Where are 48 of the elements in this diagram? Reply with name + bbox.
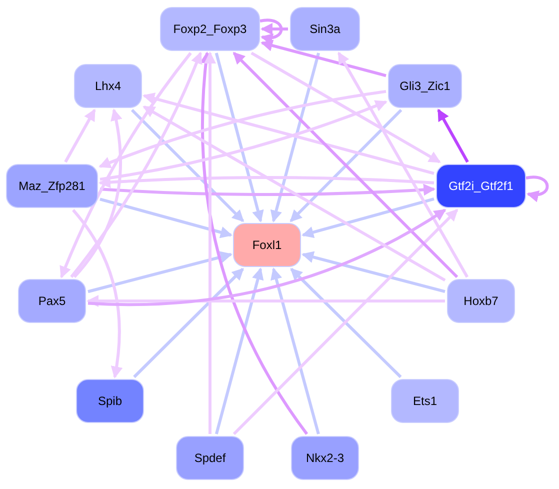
gene-node: Spdef xyxy=(176,436,244,480)
arrow xyxy=(60,52,192,278)
gene-node: Gli3_Zic1 xyxy=(388,64,462,108)
arrow xyxy=(214,52,264,222)
gene-node: Spib xyxy=(76,379,144,423)
arrow xyxy=(204,52,216,434)
gene-node: Ets1 xyxy=(391,379,459,423)
gene-node: Foxp2_Foxp3 xyxy=(160,7,260,51)
arrow xyxy=(260,23,288,35)
arrow xyxy=(88,251,232,294)
arrow xyxy=(142,92,434,175)
arrow xyxy=(270,268,320,434)
arrow xyxy=(290,108,402,222)
arrow xyxy=(260,40,386,78)
arrow xyxy=(290,268,402,378)
arrow xyxy=(100,198,232,238)
arrow xyxy=(302,251,446,294)
arrow xyxy=(232,52,458,278)
arrow xyxy=(526,176,549,202)
arrow xyxy=(142,105,446,282)
gene-node: Foxl1 xyxy=(233,223,301,267)
gene-node: Nkx2-3 xyxy=(291,436,359,480)
arrow xyxy=(100,100,388,181)
arrow xyxy=(133,268,244,378)
arrow xyxy=(200,52,308,435)
arrow xyxy=(214,268,264,434)
gene-node: Gtf2i_Gtf2f1 xyxy=(436,164,526,208)
arrow xyxy=(232,208,458,436)
arrow xyxy=(88,208,446,306)
arrow xyxy=(437,108,469,163)
arrow xyxy=(73,108,122,278)
arrow xyxy=(98,90,386,168)
arrow xyxy=(64,108,96,163)
arrow xyxy=(70,52,202,278)
arrow xyxy=(98,176,434,188)
arrow xyxy=(270,52,320,222)
arrow xyxy=(302,198,434,238)
arrow xyxy=(72,209,122,378)
arrow xyxy=(100,184,436,196)
gene-node: Maz_Zfp281 xyxy=(6,164,98,208)
arrow xyxy=(250,52,441,164)
gene-node: Lhx4 xyxy=(74,64,142,108)
gene-node: Sin3a xyxy=(290,7,360,51)
arrow xyxy=(130,108,244,222)
gene-node: Pax5 xyxy=(18,279,86,323)
arrow xyxy=(337,52,469,278)
gene-node: Hoxb7 xyxy=(447,279,515,323)
arrow xyxy=(86,295,445,307)
